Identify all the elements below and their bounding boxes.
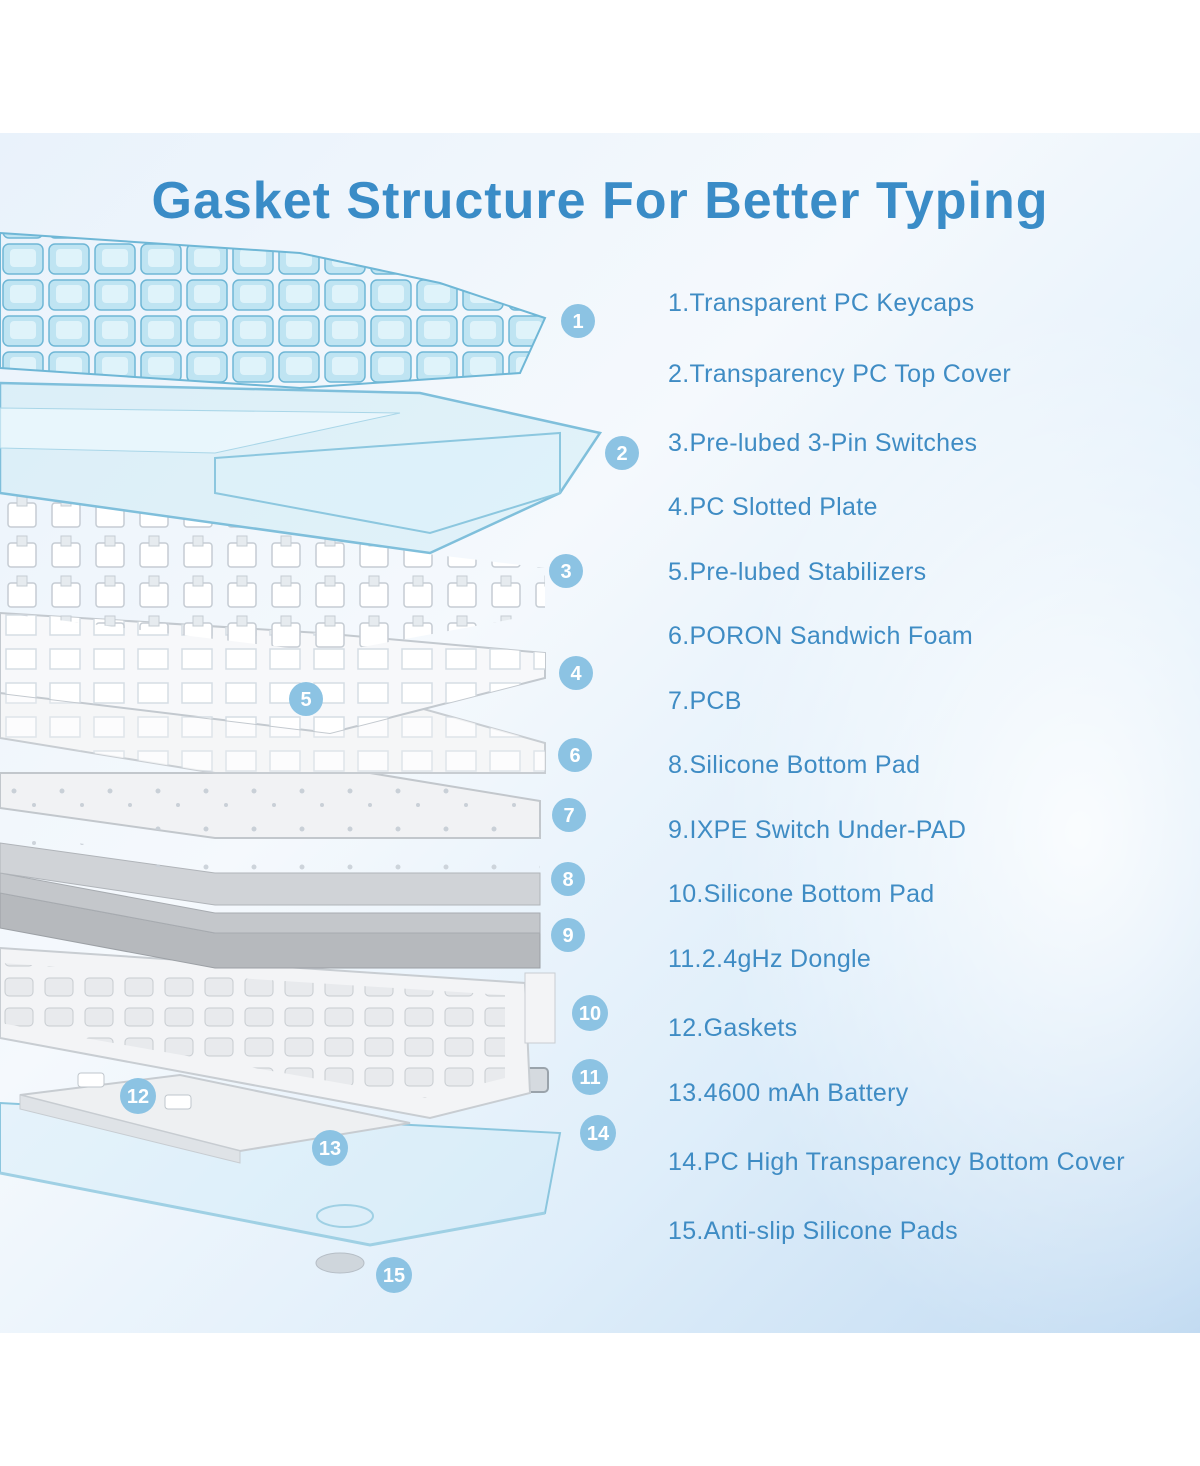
badge-13: 13 (312, 1130, 348, 1166)
feature-item: 10.Silicone Bottom Pad (668, 880, 935, 908)
svg-text:6: 6 (569, 745, 580, 767)
feature-item: 7.PCB (668, 687, 742, 715)
svg-text:12: 12 (127, 1086, 149, 1108)
feature-item: 9.IXPE Switch Under-PAD (668, 816, 967, 844)
feature-item: 6.PORON Sandwich Foam (668, 622, 974, 650)
anti-slip-pad (315, 1252, 365, 1274)
feature-list: 1.Transparent PC Keycaps 2.Transparency … (668, 133, 1200, 1333)
svg-text:11: 11 (579, 1067, 600, 1089)
feature-item: 15.Anti-slip Silicone Pads (668, 1217, 958, 1245)
svg-text:8: 8 (562, 869, 573, 891)
svg-text:5: 5 (300, 689, 311, 711)
gasket (77, 1072, 105, 1088)
diagram-title: Gasket Structure For Better Typing (151, 172, 1049, 230)
product-diagram-panel: Gasket Structure For Better Typing (0, 133, 1200, 1333)
svg-text:14: 14 (587, 1123, 610, 1145)
badge-5: 5 (289, 682, 323, 716)
gasket (164, 1094, 192, 1110)
badge-10: 10 (572, 995, 608, 1031)
feature-item: 13.4600 mAh Battery (668, 1079, 909, 1107)
badge-4: 4 (559, 656, 593, 690)
svg-text:3: 3 (560, 561, 571, 583)
badge-11: 11 (572, 1059, 608, 1095)
svg-text:1: 1 (572, 311, 583, 333)
svg-text:10: 10 (579, 1003, 601, 1025)
feature-item: 4.PC Slotted Plate (668, 493, 878, 521)
svg-text:15: 15 (383, 1265, 405, 1287)
svg-text:13: 13 (319, 1138, 341, 1160)
svg-text:2: 2 (616, 443, 627, 465)
badge-14: 14 (580, 1115, 616, 1151)
badge-7: 7 (552, 798, 586, 832)
feature-item: 2.Transparency PC Top Cover (668, 360, 1011, 388)
bottom-cover-rim (0, 1171, 546, 1247)
keycap-layer (0, 231, 547, 390)
exploded-keyboard-illustration: 1 2 3 4 5 6 7 8 9 10 11 12 13 14 15 (0, 231, 639, 1293)
feature-item: 11.2.4gHz Dongle (668, 945, 872, 973)
feature-item: 14.PC High Transparency Bottom Cover (668, 1148, 1125, 1176)
badge-2: 2 (605, 436, 639, 470)
badge-15: 15 (376, 1257, 412, 1293)
badge-6: 6 (558, 738, 592, 772)
badge-9: 9 (551, 918, 585, 952)
feature-item: 3.Pre-lubed 3-Pin Switches (668, 429, 978, 457)
badge-1: 1 (561, 304, 595, 338)
svg-text:4: 4 (570, 663, 582, 685)
feature-item: 5.Pre-lubed Stabilizers (668, 558, 927, 586)
badge-8: 8 (551, 862, 585, 896)
badge-12: 12 (120, 1078, 156, 1114)
feature-item: 12.Gaskets (668, 1014, 798, 1042)
switch-layer (0, 493, 545, 653)
svg-text:9: 9 (562, 925, 573, 947)
svg-text:7: 7 (563, 805, 574, 827)
badge-3: 3 (549, 554, 583, 588)
part-badges: 1 2 3 4 5 6 7 8 9 10 11 12 13 14 15 (120, 304, 639, 1293)
feature-item: 8.Silicone Bottom Pad (668, 751, 921, 779)
feature-item: 1.Transparent PC Keycaps (668, 289, 975, 317)
